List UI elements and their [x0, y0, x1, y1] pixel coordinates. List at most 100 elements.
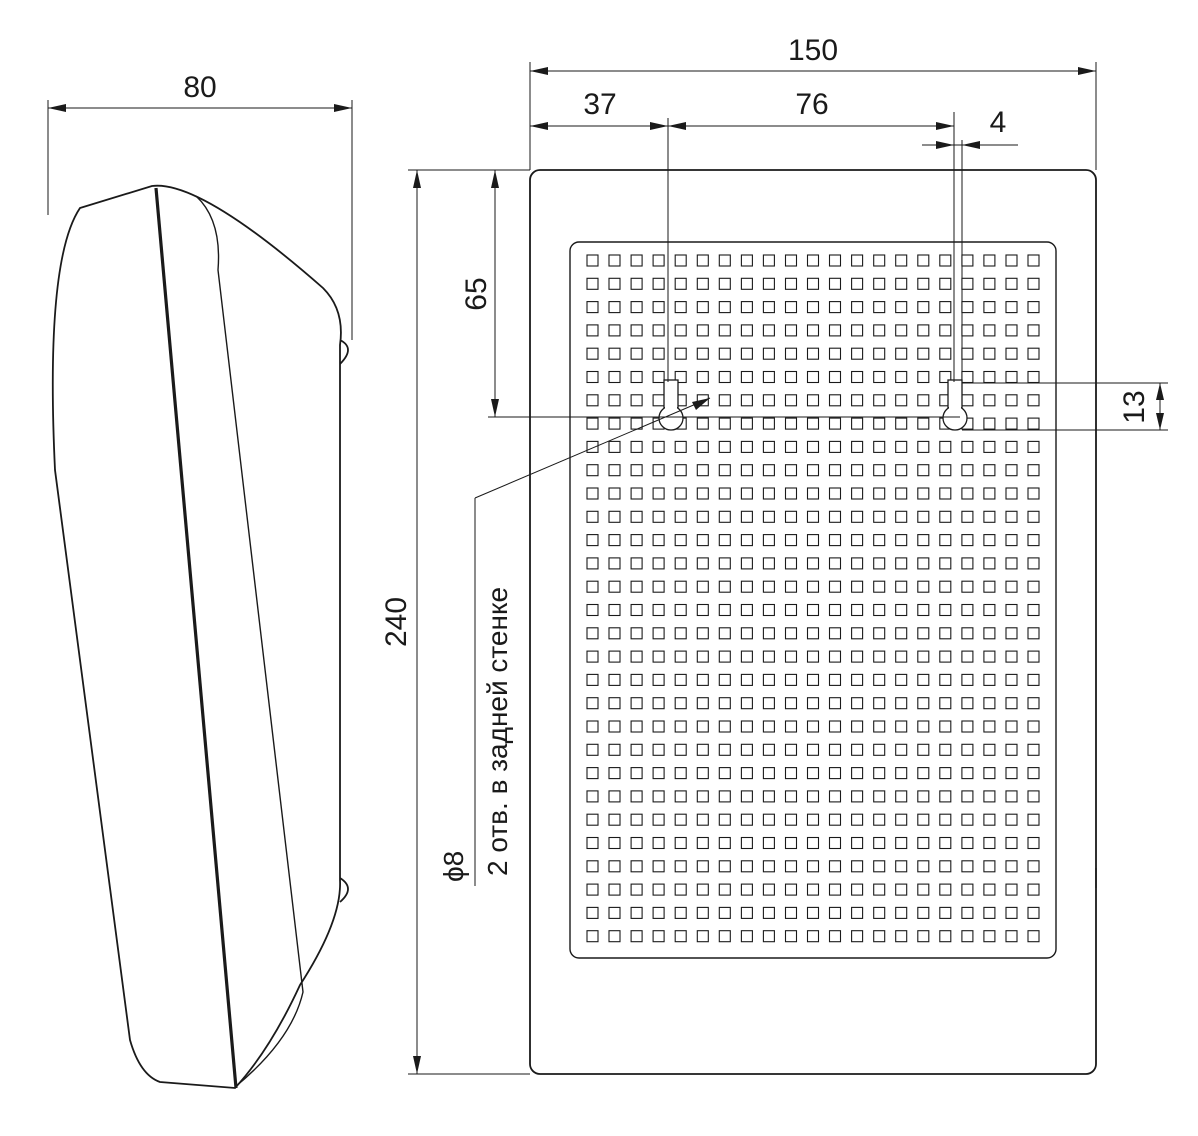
grille-hole — [828, 860, 842, 873]
grille-hole — [939, 370, 952, 384]
grille-hole — [696, 347, 709, 360]
grille-hole — [784, 650, 798, 663]
grille-hole — [696, 394, 709, 407]
grille-hole — [895, 254, 908, 267]
grille-hole — [851, 767, 864, 780]
grille-hole — [873, 394, 886, 407]
total-height-label: 240 — [380, 597, 413, 647]
grille-hole — [608, 697, 621, 710]
grille-hole — [718, 277, 731, 290]
grille-hole — [873, 673, 886, 686]
total-width-label: 150 — [788, 34, 838, 67]
grille-hole — [828, 510, 842, 523]
grille-hole — [939, 580, 952, 593]
grille-hole — [608, 347, 621, 360]
grille-hole — [784, 557, 798, 570]
grille-hole — [806, 557, 820, 570]
grille-hole — [806, 487, 820, 500]
grille-hole — [1027, 790, 1040, 803]
grille-hole — [608, 254, 621, 267]
grille-hole — [586, 510, 599, 523]
grille-hole — [696, 534, 709, 547]
grille-hole — [1005, 720, 1018, 733]
grille-hole — [696, 417, 709, 430]
grille-hole — [873, 347, 886, 360]
grille-hole — [784, 906, 798, 919]
grille-hole — [608, 487, 621, 500]
grille-hole — [696, 790, 709, 803]
grille-hole — [806, 324, 820, 337]
grille-hole — [674, 440, 687, 453]
grille-hole — [652, 277, 665, 290]
grille-hole — [762, 650, 775, 663]
grille-hole — [1005, 767, 1018, 780]
grille-hole — [1005, 906, 1018, 919]
grille-hole — [961, 557, 974, 570]
grille-hole — [762, 394, 775, 407]
grille-hole — [828, 347, 842, 360]
grille-hole — [917, 370, 930, 384]
grille-hole — [652, 883, 665, 896]
grille-hole — [873, 417, 886, 430]
grille-hole — [674, 603, 687, 617]
grille-hole — [652, 720, 665, 733]
grille-hole — [784, 603, 798, 617]
grille-hole — [1005, 930, 1018, 943]
grille-hole — [873, 813, 886, 826]
grille-hole — [586, 603, 599, 617]
hole-spacing-label: 76 — [795, 88, 828, 121]
grille-hole — [696, 370, 709, 384]
grille-hole — [895, 487, 908, 500]
grille-hole — [983, 720, 996, 733]
grille-hole — [917, 906, 930, 919]
grille-hole — [762, 720, 775, 733]
grille-hole — [917, 697, 930, 710]
grille-hole — [630, 930, 643, 943]
grille-hole — [718, 767, 731, 780]
grille-hole — [851, 697, 864, 710]
grille-hole — [784, 324, 798, 337]
grille-hole — [983, 301, 996, 314]
grille-hole — [740, 673, 753, 686]
grille-hole — [762, 277, 775, 290]
grille-hole — [696, 557, 709, 570]
grille-hole — [696, 464, 709, 477]
grille-hole — [630, 603, 643, 617]
grille-hole — [851, 394, 864, 407]
grille-hole — [806, 370, 820, 384]
grille-hole — [851, 720, 864, 733]
front-seam — [154, 187, 238, 1089]
grille-hole — [851, 324, 864, 337]
grille-hole — [608, 580, 621, 593]
grille-hole — [939, 487, 952, 500]
grille-hole — [917, 603, 930, 617]
grille-hole — [762, 767, 775, 780]
hole-leader — [474, 397, 711, 886]
grille-hole — [652, 790, 665, 803]
grille-hole — [608, 324, 621, 337]
grille-hole — [895, 883, 908, 896]
grille-hole — [939, 534, 952, 547]
grille-hole — [1027, 254, 1040, 267]
grille-hole — [873, 720, 886, 733]
grille-hole — [851, 650, 864, 663]
grille-hole — [806, 767, 820, 780]
bottom-mount-bump — [339, 877, 349, 903]
grille-hole — [608, 883, 621, 896]
grille-hole — [983, 580, 996, 593]
grille-hole — [652, 534, 665, 547]
grille-hole — [784, 743, 798, 756]
grille-hole — [895, 906, 908, 919]
grille-hole — [895, 836, 908, 850]
grille-hole — [983, 743, 996, 756]
grille-hole — [586, 836, 599, 850]
grille-hole — [696, 301, 709, 314]
grille-hole — [718, 883, 731, 896]
grille-hole — [895, 813, 908, 826]
grille-hole — [851, 790, 864, 803]
grille-hole — [718, 301, 731, 314]
grille-hole — [630, 883, 643, 896]
grille-hole — [1005, 301, 1018, 314]
grille-hole — [1027, 394, 1040, 407]
grille-hole — [784, 930, 798, 943]
